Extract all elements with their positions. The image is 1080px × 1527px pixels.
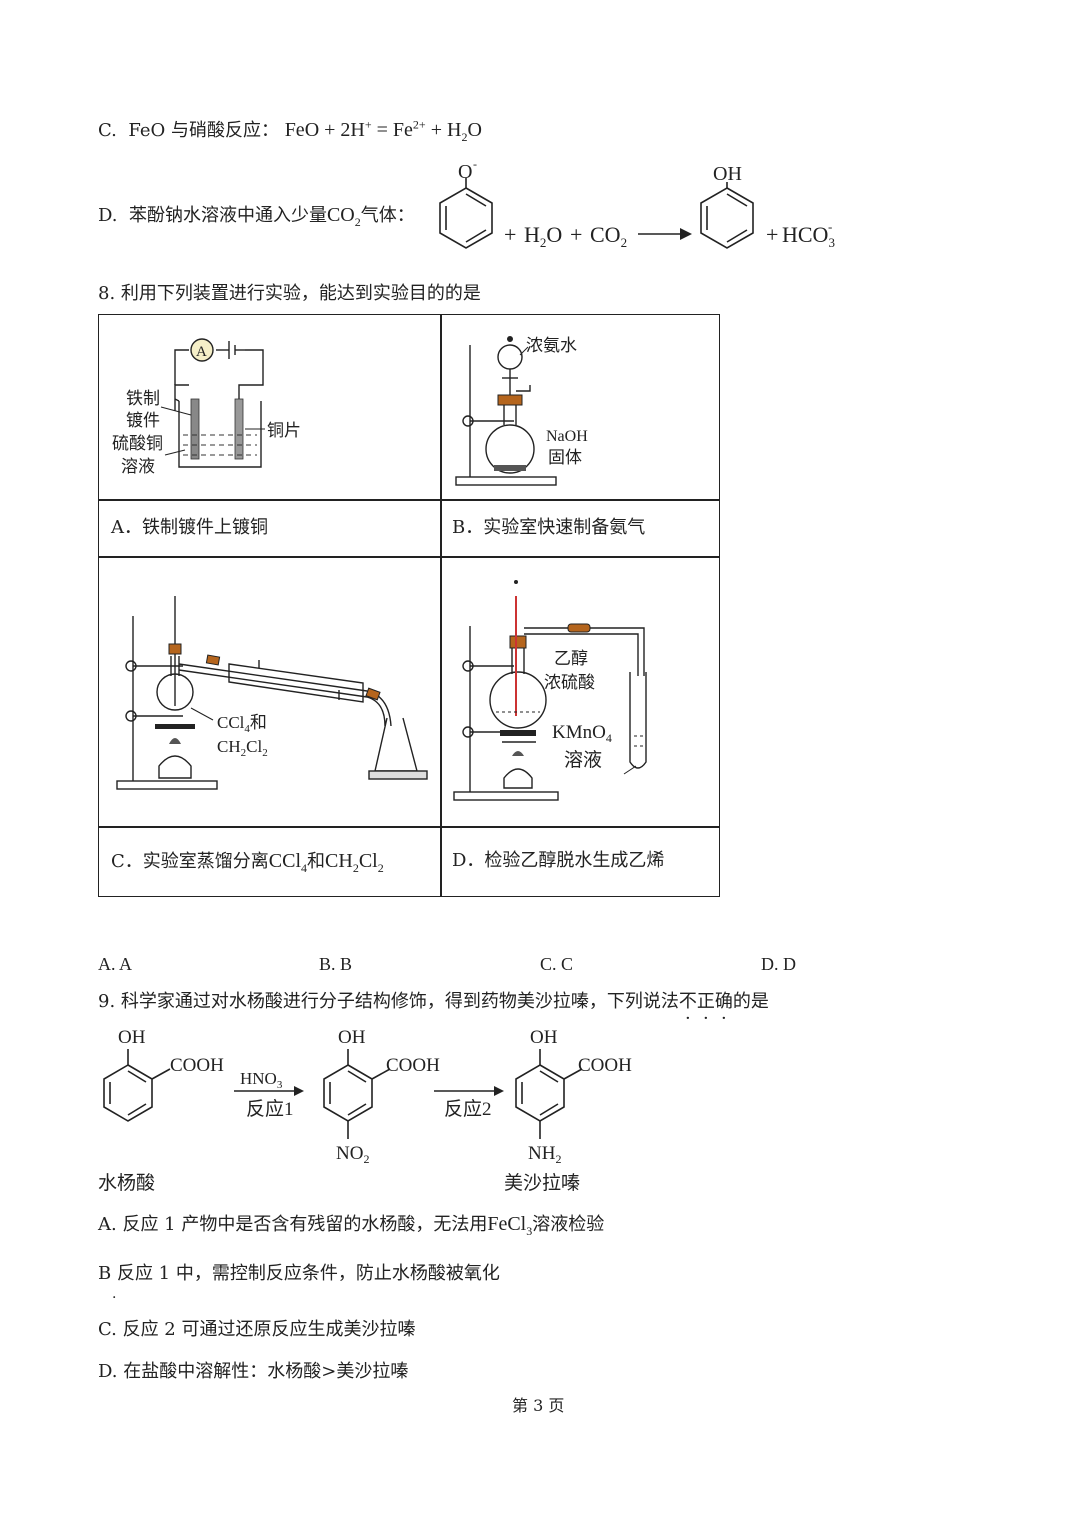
svg-text:美沙拉嗪: 美沙拉嗪 — [504, 1172, 580, 1194]
nh2-label: NH2 — [528, 1143, 561, 1166]
cell-d-label: D．检验乙醇脱水生成乙烯 — [452, 850, 665, 871]
svg-text:溶液: 溶液 — [564, 749, 602, 771]
q9-option-b[interactable]: B 反应 1 中，需控制反应条件，防止水杨酸被氧化 — [98, 1263, 500, 1284]
ammeter-icon — [190, 338, 214, 362]
svg-text:COOH: COOH — [386, 1055, 440, 1076]
reaction-arrow — [638, 228, 692, 240]
hno3-label: HNO3 — [240, 1069, 283, 1091]
q8-stem: 8. 利用下列装置进行实验，能达到实验目的的是 — [98, 283, 481, 304]
svg-text:NaOH: NaOH — [546, 428, 588, 445]
phenoxide-o: O — [458, 161, 472, 183]
co2: CO2 — [590, 222, 627, 250]
svg-text:A: A — [196, 344, 207, 360]
q9-option-d[interactable]: D. 在盐酸中溶解性：水杨酸>美沙拉嗪 — [98, 1361, 409, 1382]
iron-electrode — [190, 398, 200, 460]
salicylic-acid-structure — [103, 1049, 171, 1122]
q8-choice-a[interactable]: A. A — [98, 954, 133, 974]
water: H2O — [524, 222, 562, 250]
q8-choice-b[interactable]: B. B — [319, 954, 353, 974]
svg-text:溶液: 溶液 — [121, 457, 155, 476]
heating-mesh — [155, 724, 195, 729]
svg-text:镀件: 镀件 — [126, 411, 160, 430]
q7-c-equation: FeO + 2H+ = Fe2+ + H2O — [284, 117, 482, 144]
svg-text:OH: OH — [530, 1027, 558, 1048]
phenol-oh: OH — [713, 163, 742, 185]
q9-stem: 9. 科学家通过对水杨酸进行分子结构修饰，得到药物美沙拉嗪，下列说法不正确的是 — [98, 990, 769, 1014]
cell-a-label: A．铁制镀件上镀铜 — [111, 517, 268, 538]
q8-choice-d[interactable]: D. D — [761, 954, 796, 974]
svg-text:乙醇: 乙醇 — [554, 649, 588, 668]
q7-option-c: C. FeO 与硝酸反应： FeO + 2H+ = Fe2+ + H2O — [98, 117, 482, 144]
q9-option-a[interactable]: A. 反应 1 产物中是否含有残留的水杨酸，无法用FeCl3溶液检验 — [98, 1213, 605, 1238]
fig-c-ch2cl2: CH2Cl2 — [217, 737, 268, 759]
bicarbonate: HCO3- — [782, 219, 835, 250]
svg-text:COOH: COOH — [170, 1055, 224, 1076]
no2-label: NO2 — [336, 1143, 369, 1166]
flame-icon — [169, 738, 181, 744]
nitro-salicylic-structure — [323, 1049, 391, 1139]
svg-text:OH: OH — [338, 1027, 366, 1048]
cell-b-label: B．实验室快速制备氨气 — [452, 517, 646, 538]
svg-text:铜片: 铜片 — [267, 421, 301, 440]
svg-text:COOH: COOH — [578, 1055, 632, 1076]
fig-b-ammonia: 浓氨水 NaOH 固体 — [455, 336, 588, 486]
cell-c-label: C．实验室蒸馏分离CCl4和CH2Cl2 — [111, 850, 384, 875]
svg-text:反应1: 反应1 — [246, 1098, 294, 1120]
q7-option-d: D. 苯酚钠水溶液中通入少量CO2气体： — [98, 204, 415, 229]
fig-a-electroplating: A 铁制 镀件 硫酸铜 溶液 铜片 — [112, 338, 301, 476]
svg-text:+: + — [504, 222, 516, 247]
copper-electrode — [234, 398, 244, 460]
q7-d-co2: CO2 — [326, 204, 361, 229]
phenoxide-structure — [439, 178, 493, 249]
svg-text:浓氨水: 浓氨水 — [526, 336, 577, 355]
svg-text:水杨酸: 水杨酸 — [98, 1172, 155, 1194]
page-number: 第 3 页 — [512, 1396, 565, 1415]
svg-text:浓硫酸: 浓硫酸 — [544, 673, 595, 692]
fig-d-kmno4: KMnO4 — [552, 722, 612, 745]
svg-text:+: + — [766, 222, 778, 247]
svg-text:OH: OH — [118, 1027, 146, 1048]
q8-choice-c[interactable]: C. C — [540, 954, 574, 974]
q8-table: A．铁制镀件上镀铜 B．实验室快速制备氨气 C．实验室蒸馏分离CCl4和CH2C… — [98, 314, 720, 897]
q7-c-text: FeO 与硝酸反应： — [128, 120, 279, 141]
svg-text:硫酸铜: 硫酸铜 — [112, 434, 163, 453]
naoh-solid-icon — [494, 465, 526, 471]
phenol-structure — [700, 182, 754, 249]
fig-c-distillation: CCl4和 CH2Cl2 — [116, 596, 428, 790]
svg-text:+: + — [570, 222, 582, 247]
fig-d-ethylene: 乙醇 浓硫酸 KMnO4 溶液 — [453, 580, 647, 801]
svg-text:铁制: 铁制 — [126, 389, 160, 408]
solution-lines — [183, 434, 257, 456]
svg-text:-: - — [473, 157, 477, 171]
q9-scheme: OH COOH HNO3 反应1 OH COOH NO2 反应2 OH COOH… — [98, 1027, 632, 1194]
svg-text:固体: 固体 — [548, 448, 582, 467]
stopper — [497, 394, 523, 406]
q7-d-reaction: O - + H2O + CO2 OH + HCO3- — [439, 157, 835, 250]
q9-option-c[interactable]: C. 反应 2 可通过还原反应生成美沙拉嗪 — [98, 1319, 416, 1340]
svg-text:反应2: 反应2 — [444, 1098, 492, 1120]
mesalazine-structure — [515, 1049, 583, 1139]
q7-d-text: 苯酚钠水溶液中通入少量 — [128, 205, 327, 226]
fig-c-ccl4: CCl4和 — [217, 713, 267, 735]
